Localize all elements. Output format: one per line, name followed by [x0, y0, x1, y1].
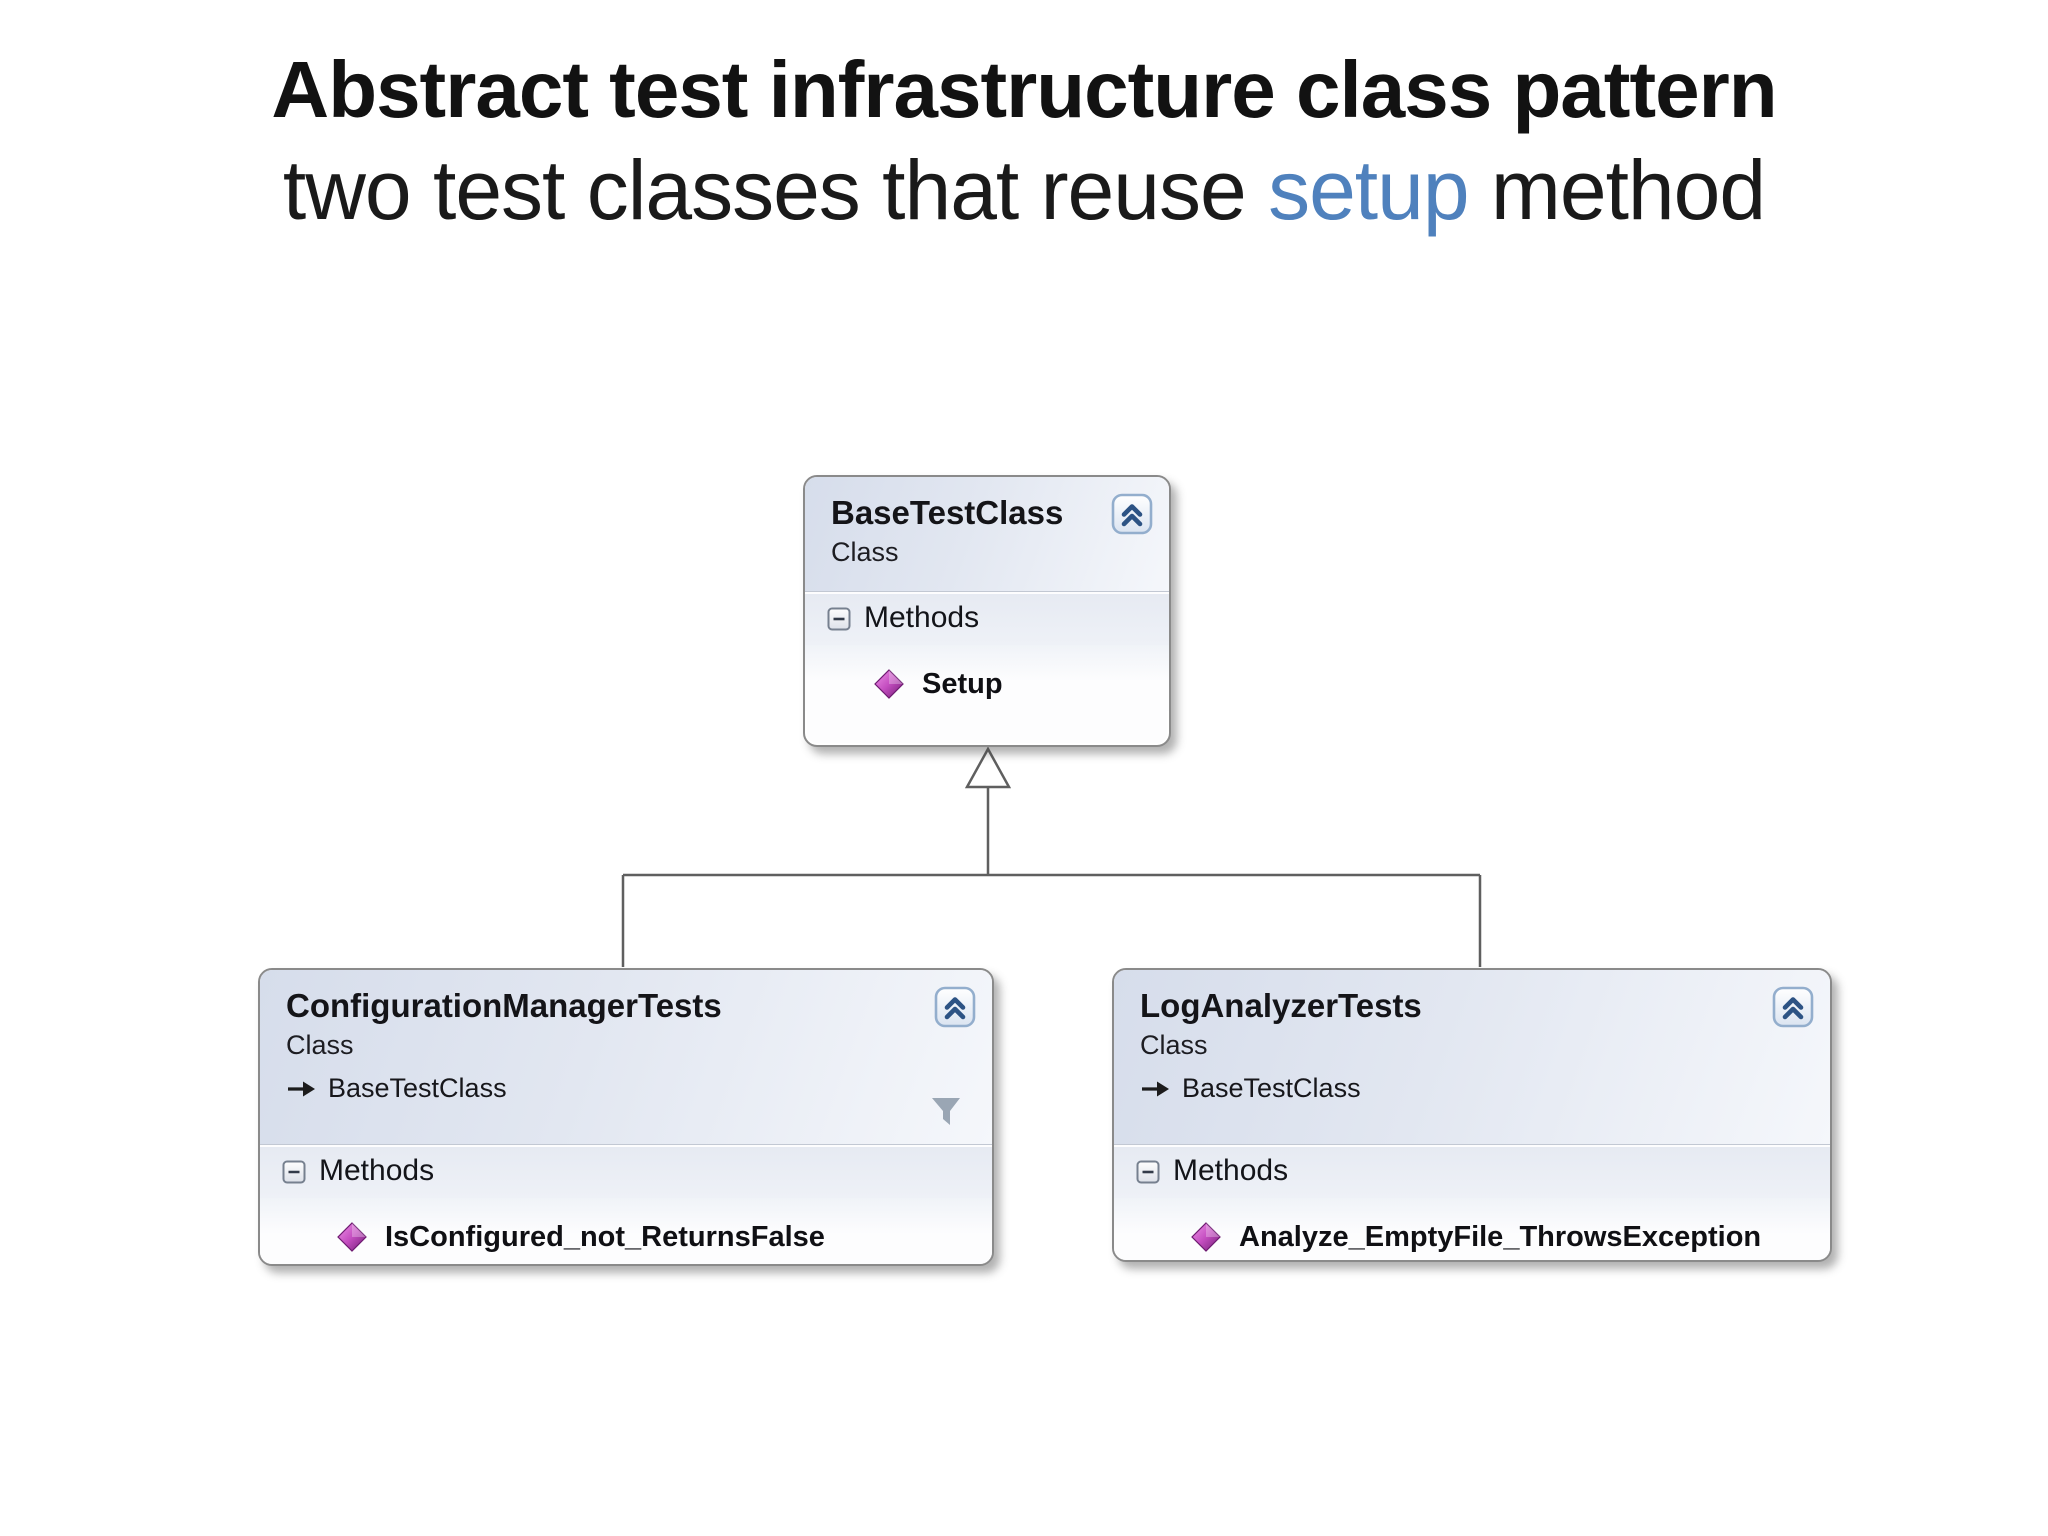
- method-list: Analyze_EmptyFile_ThrowsException: [1114, 1198, 1830, 1260]
- method-name: Setup: [922, 667, 1003, 700]
- minus-box-icon[interactable]: [827, 607, 851, 631]
- class-box-configurationmanagertests[interactable]: ConfigurationManagerTests Class BaseTest…: [258, 968, 994, 1266]
- inheritance-arrow-icon: [286, 1078, 318, 1100]
- methods-section-header[interactable]: Methods: [1114, 1144, 1830, 1198]
- class-header: LogAnalyzerTests Class BaseTestClass: [1114, 970, 1830, 1144]
- base-class-name: BaseTestClass: [328, 1073, 507, 1104]
- methods-label: Methods: [1173, 1153, 1289, 1187]
- class-name: ConfigurationManagerTests: [286, 987, 722, 1024]
- collapse-chevron-icon[interactable]: [1111, 493, 1153, 535]
- collapse-chevron-icon[interactable]: [934, 986, 976, 1028]
- methods-label: Methods: [864, 600, 980, 634]
- method-icon: [1186, 1218, 1224, 1256]
- class-header: BaseTestClass Class: [805, 477, 1169, 591]
- class-name: LogAnalyzerTests: [1140, 987, 1422, 1024]
- method-row[interactable]: Setup: [805, 657, 1169, 711]
- class-stereotype: Class: [831, 537, 899, 568]
- method-name: IsConfigured_not_ReturnsFalse: [385, 1220, 825, 1253]
- method-icon: [869, 665, 907, 703]
- method-list: IsConfigured_not_ReturnsFalse: [260, 1198, 992, 1264]
- subtitle-suffix: method: [1468, 143, 1766, 237]
- base-class-name: BaseTestClass: [1182, 1073, 1361, 1104]
- base-class-reference: BaseTestClass: [286, 1073, 932, 1104]
- minus-box-icon[interactable]: [282, 1160, 306, 1184]
- subtitle-highlight: setup: [1268, 143, 1469, 237]
- method-name: Analyze_EmptyFile_ThrowsException: [1239, 1220, 1762, 1253]
- collapse-chevron-icon[interactable]: [1772, 986, 1814, 1028]
- class-stereotype: Class: [286, 1030, 354, 1061]
- methods-label: Methods: [319, 1153, 435, 1187]
- methods-section-header[interactable]: Methods: [805, 591, 1169, 645]
- inheritance-triangle: [964, 746, 1012, 789]
- class-name: BaseTestClass: [831, 494, 1064, 531]
- minus-box-icon[interactable]: [1136, 1160, 1160, 1184]
- method-icon: [332, 1218, 370, 1256]
- class-box-basetestclass[interactable]: BaseTestClass Class Methods: [803, 475, 1171, 747]
- funnel-filter-icon[interactable]: [924, 1088, 968, 1136]
- method-list: Setup: [805, 645, 1169, 711]
- class-header: ConfigurationManagerTests Class BaseTest…: [260, 970, 992, 1144]
- method-row[interactable]: IsConfigured_not_ReturnsFalse: [260, 1210, 992, 1264]
- subtitle-prefix: two test classes that reuse: [282, 143, 1269, 237]
- slide-title: Abstract test infrastructure class patte…: [271, 45, 1777, 134]
- class-box-loganalyzertests[interactable]: LogAnalyzerTests Class BaseTestClass: [1112, 968, 1832, 1262]
- class-stereotype: Class: [1140, 1030, 1208, 1061]
- methods-section-header[interactable]: Methods: [260, 1144, 992, 1198]
- inheritance-arrow-icon: [1140, 1078, 1172, 1100]
- base-class-reference: BaseTestClass: [1140, 1073, 1770, 1104]
- slide-subtitle: two test classes that reuse setup method: [0, 142, 2048, 239]
- method-row[interactable]: Analyze_EmptyFile_ThrowsException: [1114, 1210, 1830, 1260]
